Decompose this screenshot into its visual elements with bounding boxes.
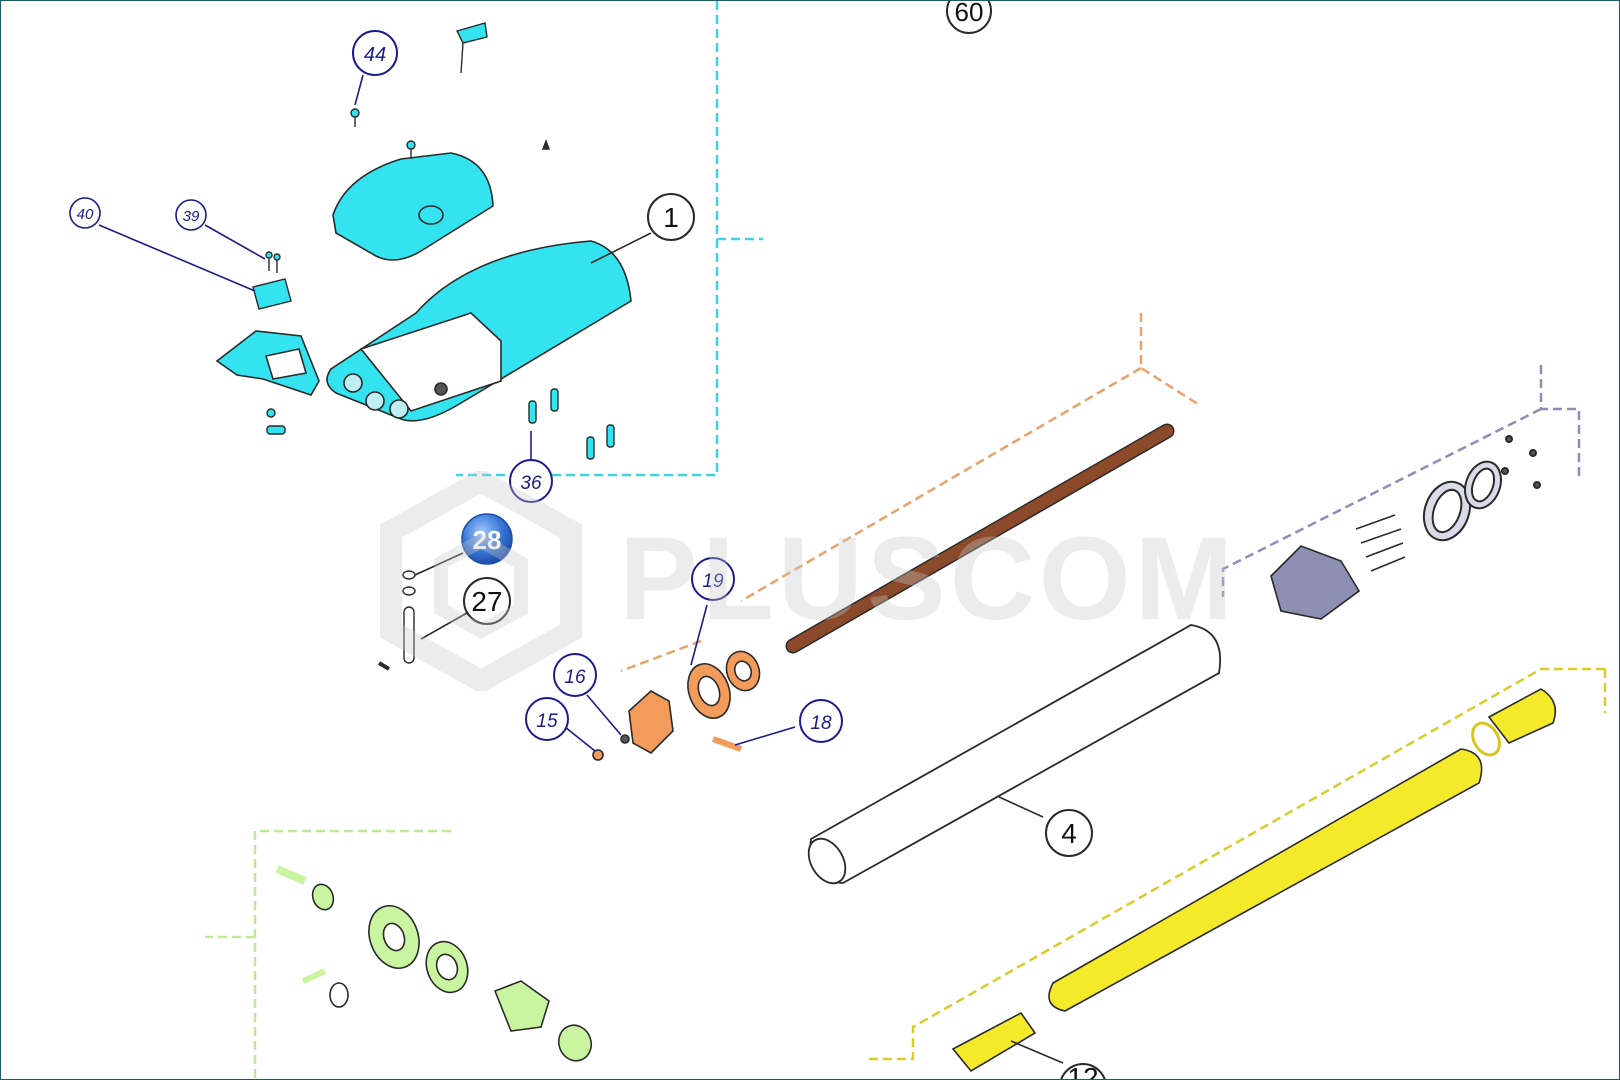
- svg-text:4: 4: [1061, 818, 1077, 849]
- small-screws-cyan: [265, 22, 615, 460]
- svg-text:28: 28: [473, 525, 502, 555]
- green-group-boundary: [205, 829, 451, 1079]
- bracket-part: [215, 330, 320, 396]
- callout-16: 16: [553, 653, 597, 697]
- svg-text:18: 18: [810, 713, 832, 734]
- callout-28-highlighted[interactable]: 28: [461, 513, 513, 565]
- outer-tube-part: [807, 624, 1221, 885]
- svg-text:60: 60: [955, 1, 984, 27]
- svg-text:12: 12: [1067, 1062, 1098, 1079]
- callout-60: 60: [946, 1, 992, 34]
- callout-15: 15: [525, 697, 569, 741]
- inner-tube-yellow-part: [951, 688, 1557, 1073]
- callout-39: 39: [175, 199, 207, 231]
- svg-text:40: 40: [77, 206, 94, 223]
- main-housing-part: [326, 240, 632, 422]
- end-cap-grey-part: [1270, 514, 1406, 620]
- gear-train-green-parts: [275, 865, 593, 1062]
- svg-text:36: 36: [520, 473, 542, 494]
- callout-19: 19: [691, 557, 735, 601]
- callout-12: 12: [1060, 1062, 1106, 1079]
- top-cover-part: [332, 152, 494, 261]
- callout-44: 44: [352, 30, 398, 76]
- svg-text:16: 16: [564, 667, 586, 688]
- svg-text:44: 44: [364, 44, 386, 66]
- callout-1: 1: [647, 193, 695, 241]
- callout-27: 27: [463, 577, 511, 625]
- yellow-group-boundary: [867, 667, 1607, 1061]
- callout-4: 4: [1045, 809, 1093, 857]
- threaded-rod-part: [785, 423, 1175, 654]
- leader-lines: [98, 74, 1064, 1064]
- cyan-group-boundary: [456, 1, 763, 477]
- grey-rings-part: [1422, 435, 1541, 542]
- svg-text:15: 15: [536, 711, 558, 732]
- terminal-block-part: [252, 278, 292, 310]
- svg-text:39: 39: [183, 208, 200, 225]
- svg-text:1: 1: [663, 202, 679, 233]
- orange-group-boundary: [620, 313, 1202, 673]
- svg-text:19: 19: [702, 571, 724, 592]
- callout-18: 18: [799, 699, 843, 743]
- pin-part: [377, 570, 416, 671]
- grey-group-boundary: [1221, 365, 1581, 597]
- callout-36: 36: [509, 459, 553, 503]
- svg-text:27: 27: [471, 586, 502, 617]
- callout-40: 40: [69, 197, 101, 229]
- bearing-bevel-gear-parts: [592, 650, 761, 761]
